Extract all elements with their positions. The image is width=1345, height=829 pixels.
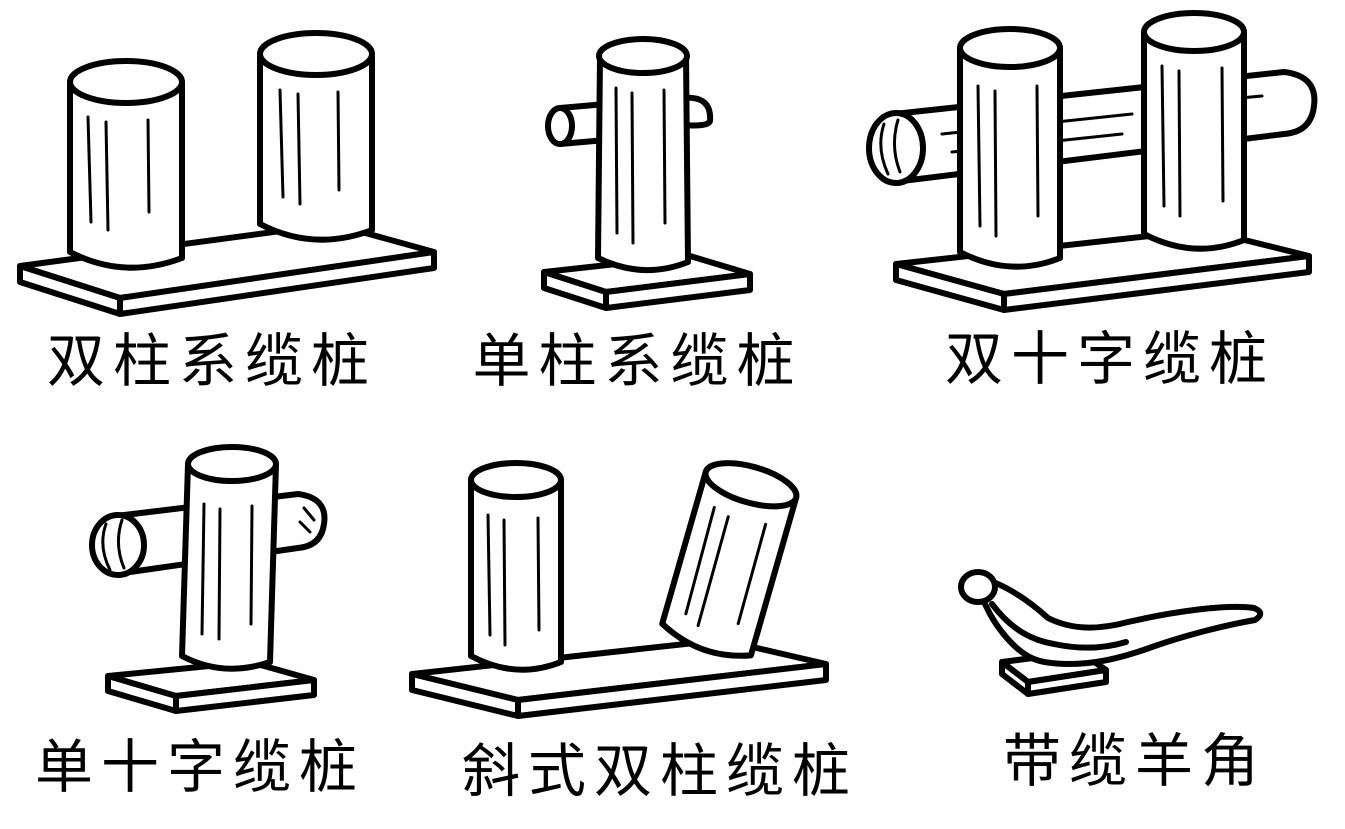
double-column-bollard-illustration (17, 30, 437, 317)
figure-inclined-double-column-bollard (398, 440, 853, 725)
double-cross-bollard-illustration (866, 10, 1318, 313)
single-cross-bollard-label: 单十字缆桩 (34, 735, 365, 800)
single-column-bollard-illustration (541, 36, 753, 311)
inclined-double-column-bollard-label: 斜式双柱缆桩 (461, 739, 858, 804)
figure-double-cross-bollard (832, 6, 1337, 326)
figure-single-cross-bollard (52, 424, 352, 724)
single-column-bollard-label: 单柱系缆桩 (472, 329, 803, 394)
double-column-bollard-label: 双柱系缆桩 (46, 329, 377, 394)
mooring-cleat-illustration (958, 569, 1264, 697)
figure-mooring-cleat (928, 560, 1268, 720)
mooring-cleat-label: 带缆羊角 (1002, 729, 1267, 794)
figure-double-column-bollard (8, 12, 443, 322)
inclined-double-column-bollard-illustration (409, 460, 829, 719)
figure-single-column-bollard (486, 28, 796, 328)
single-cross-bollard-illustration (89, 444, 328, 714)
double-cross-bollard-label: 双十字缆桩 (944, 327, 1275, 392)
